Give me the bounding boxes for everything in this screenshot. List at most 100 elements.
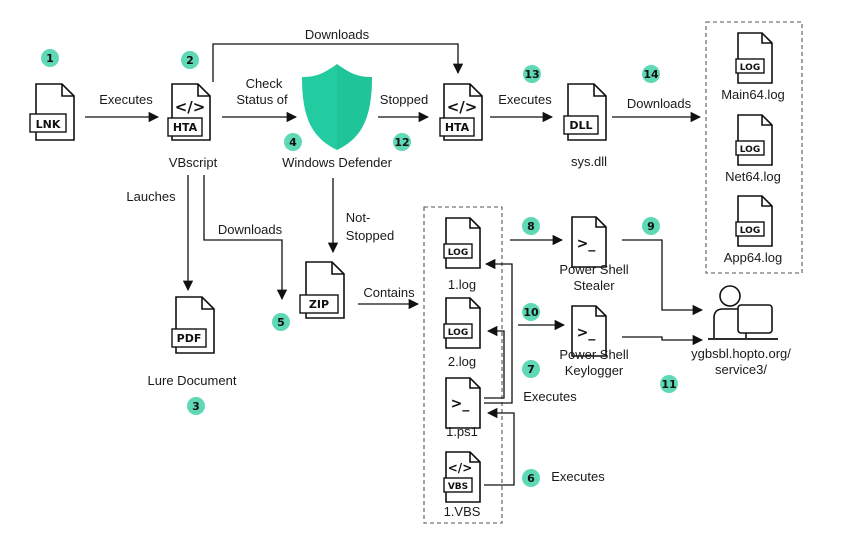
step-badge-9: 9 [642,217,660,235]
edge-label-status-of: Status of [236,92,288,107]
log-file-icon-1: LOG [443,217,481,269]
step-badge-number: 2 [186,54,194,67]
step-badge-number: 12 [394,136,409,149]
hta-file-icon-2: </> HTA [439,83,483,141]
vbs-file-icon: </> VBS [443,451,481,503]
step-badge-number: 11 [661,378,676,391]
step-badge-6: 6 [522,469,540,487]
vbscript-caption: VBscript [169,155,218,170]
edge-label-not: Not- [346,210,371,225]
step-badge-number: 1 [46,52,54,65]
ps1-caption: 1.ps1 [446,424,478,439]
edge-label-executes-ps1: Executes [523,389,577,404]
edge-stealer-c2 [622,239,704,316]
step-badge-number: 7 [527,363,535,376]
net64-tag: LOG [740,145,760,155]
edge-label-executes: Executes [99,92,153,107]
edge-label-check: Check [246,76,283,91]
edge-label-executes-dll: Executes [498,92,552,107]
edge-ps1-log2 [484,325,505,399]
stealer-caption-2: Stealer [573,278,615,293]
shield-icon [302,64,372,150]
code-glyph-2: </> [447,98,478,116]
zip-file-icon: ZIP [299,261,345,319]
powershell-stealer-icon: >_ [571,216,607,268]
terminal-icon: >_ [451,396,470,412]
main64-tag: LOG [740,63,760,73]
step-badge-number: 4 [289,136,297,149]
edge-label-stopped: Stopped [380,92,428,107]
keylogger-caption-2: Keylogger [565,363,624,378]
edge-downloads-zip [203,175,288,301]
edge-ps1-log1 [484,258,513,404]
step-badge-number: 3 [192,400,200,413]
dll-tag: DLL [569,119,592,132]
edge-label-downloads-logs: Downloads [627,96,692,111]
vbs-tag: VBS [448,482,468,492]
step-badge-12: 12 [393,133,411,151]
step-badge-number: 6 [527,472,535,485]
log1-tag: LOG [448,248,468,258]
step-badge-number: 13 [524,68,539,81]
step-badge-11: 11 [660,375,678,393]
terminal-icon-2: >_ [577,236,596,252]
main64-caption: Main64.log [721,87,785,102]
lnk-file-icon: LNK [29,83,75,141]
step-badge-4: 4 [284,133,302,151]
stealer-caption-1: Power Shell [559,262,628,277]
code-glyph-3: </> [448,461,473,475]
net64-caption: Net64.log [725,169,781,184]
log1-caption: 1.log [448,277,476,292]
dll-file-icon: DLL [563,83,607,141]
c2-caption-1: ygbsbl.hopto.org/ [691,346,791,361]
edge-label-not-stopped: Stopped [346,228,394,243]
step-badge-10: 10 [522,303,540,321]
main64-log-icon: LOG [735,32,773,84]
edge-label-lauches: Lauches [126,189,176,204]
log2-caption: 2.log [448,354,476,369]
edge-downloads-top [212,43,464,82]
windows-defender-caption: Windows Defender [282,155,392,170]
lnk-tag: LNK [36,118,61,131]
app64-log-icon: LOG [735,195,773,247]
hta-file-icon: </> HTA [167,83,211,141]
hta-tag: HTA [173,121,198,134]
step-badge-3: 3 [187,397,205,415]
hta2-tag: HTA [445,121,470,134]
step-badge-2: 2 [181,51,199,69]
pdf-file-icon: PDF [171,296,215,354]
log2-tag: LOG [448,328,468,338]
step-badge-number: 10 [523,306,539,319]
vbs-caption: 1.VBS [444,504,481,519]
edge-vbs-ps1 [484,407,515,486]
downloaded-logs-box [705,21,803,274]
step-badge-1: 1 [41,49,59,67]
lure-document-caption: Lure Document [148,373,237,388]
step-badge-number: 9 [647,220,655,233]
step-badge-5: 5 [272,313,290,331]
net64-log-icon: LOG [735,114,773,166]
step-badge-8: 8 [522,217,540,235]
zip-tag: ZIP [309,298,329,311]
step-badge-14: 14 [642,65,660,83]
edge-label-executes-vbs: Executes [551,469,605,484]
powershell-keylogger-icon: >_ [571,305,607,357]
keylogger-caption-1: Power Shell [559,347,628,362]
step-badge-number: 5 [277,316,285,329]
log-file-icon-2: LOG [443,297,481,349]
edge-label-downloads-top: Downloads [305,27,370,42]
step-badge-number: 14 [643,68,659,81]
edge-keylogger-c2 [622,334,704,346]
sys-dll-caption: sys.dll [571,154,607,169]
app64-tag: LOG [740,226,760,236]
code-glyph: </> [175,98,206,116]
pdf-tag: PDF [177,332,202,345]
user-computer-icon [708,285,778,340]
edge-label-downloads-zip: Downloads [218,222,283,237]
edge-label-contains: Contains [363,285,415,300]
app64-caption: App64.log [724,250,783,265]
c2-caption-2: service3/ [715,362,767,377]
payload-group-box [423,206,503,524]
